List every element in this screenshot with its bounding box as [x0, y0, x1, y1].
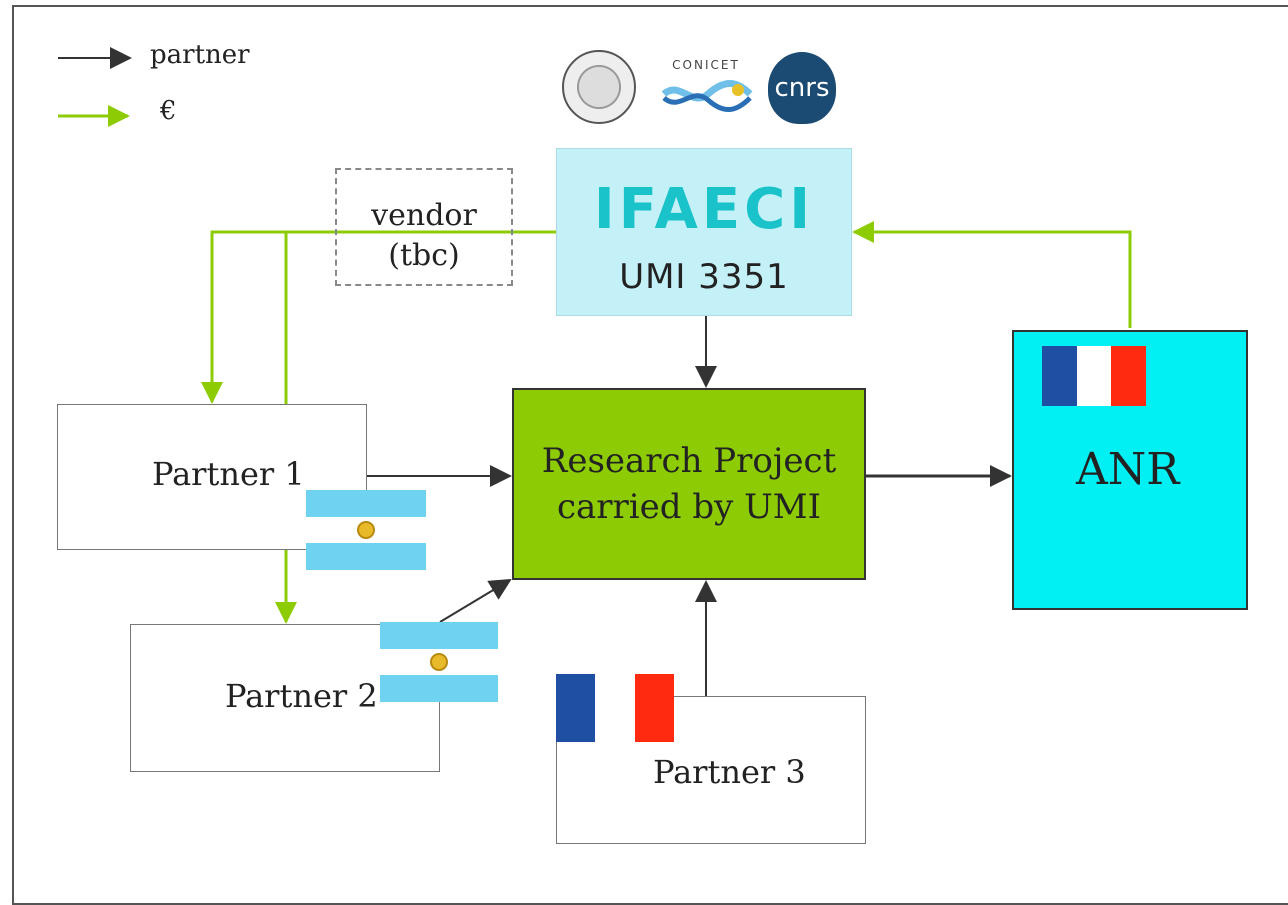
vendor-label: vendor: [371, 198, 477, 233]
vendor-box: vendor (tbc): [335, 168, 513, 286]
legend-partner-label: partner: [150, 40, 250, 70]
anr-box: ANR: [1012, 330, 1248, 610]
university-seal-logo: [562, 50, 636, 124]
research-project-box: Research Project carried by UMI: [512, 388, 866, 580]
argentina-flag-icon: [306, 490, 426, 570]
connection-arrows: [58, 47, 1132, 696]
partner1-label: Partner 1: [152, 455, 305, 493]
partner2-label: Partner 2: [225, 677, 378, 715]
ifaeci-subtitle: UMI 3351: [619, 257, 789, 297]
argentina-flag-icon: [380, 622, 498, 702]
cnrs-logo: cnrs: [768, 52, 836, 124]
money-arrow-anr-to-ifaeci: [852, 221, 1132, 328]
conicet-logo-text: CONICET: [672, 58, 740, 72]
research-project-line1: Research Project: [541, 441, 837, 481]
france-flag-icon: [556, 674, 674, 742]
partner1-box: Partner 1: [57, 404, 367, 550]
ifaeci-box: IFAECI UMI 3351: [556, 148, 852, 316]
conicet-logo: CONICET: [658, 58, 754, 114]
vendor-note: (tbc): [388, 238, 460, 273]
partner3-label: Partner 3: [653, 753, 806, 791]
legend-money-label: €: [160, 96, 177, 126]
partner-arrow-partner2-to-research: [439, 578, 512, 623]
conicet-wave-icon: [661, 80, 753, 112]
research-project-line2: carried by UMI: [556, 487, 822, 527]
money-arrow-ifaeci-to-partner1: [201, 230, 556, 404]
ifaeci-title: IFAECI: [593, 177, 815, 242]
anr-label: ANR: [1076, 444, 1180, 495]
france-flag-icon: [1042, 346, 1147, 406]
